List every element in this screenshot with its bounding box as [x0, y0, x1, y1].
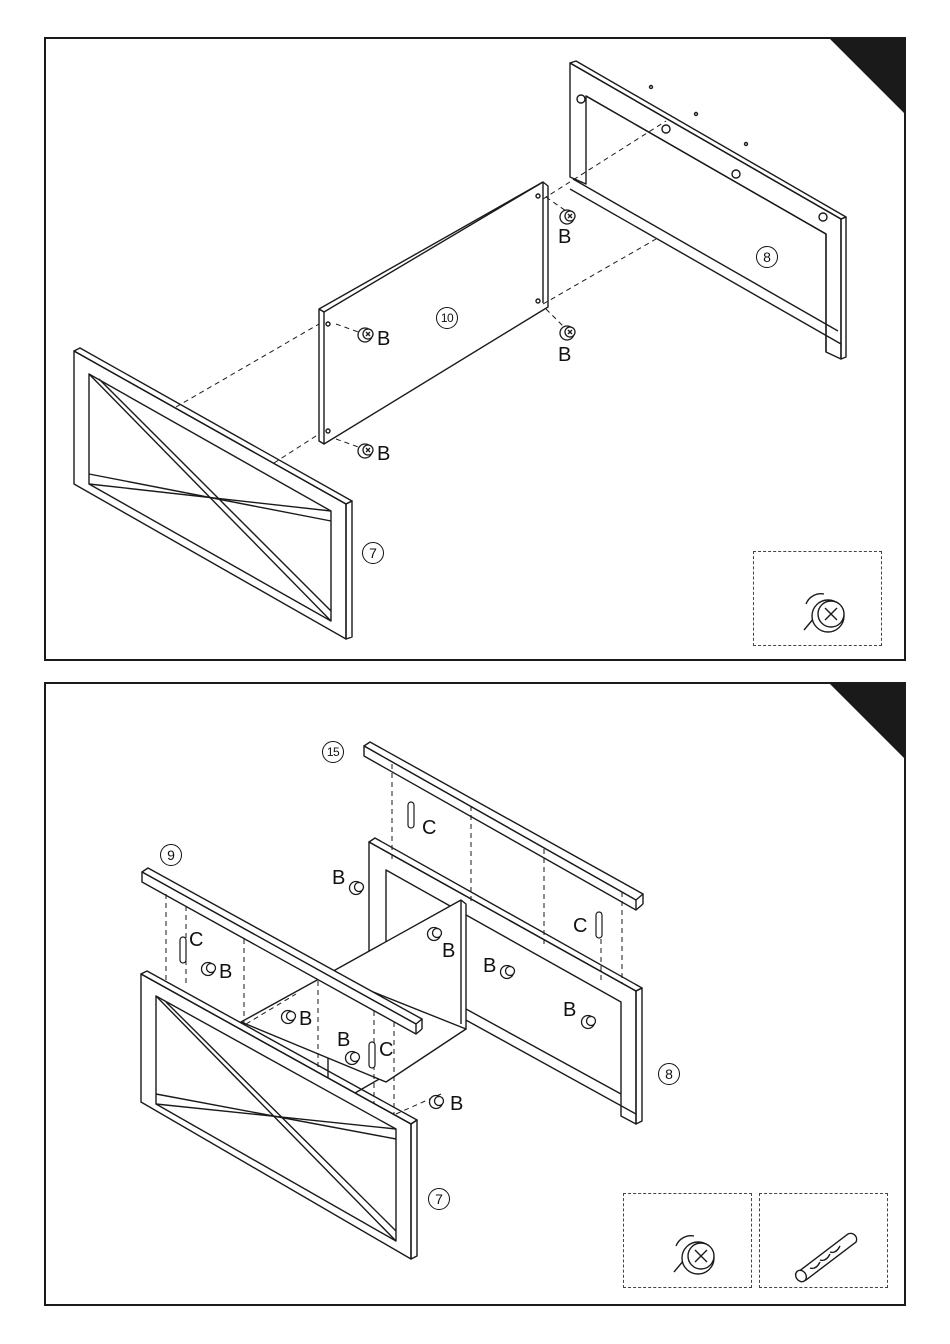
- fastener-label-b: B: [377, 444, 390, 464]
- cam-lock-detail-box: [623, 1193, 752, 1288]
- fastener-label-b: B: [219, 962, 232, 982]
- wooden-dowel-icon: [760, 1194, 889, 1289]
- part-number-8: 8: [658, 1063, 680, 1085]
- assembly-step-panel-2: C C C C B B B B B B B B 15 9 8 7: [44, 682, 906, 1306]
- top-rail-part-15: [364, 742, 643, 910]
- cam-lock-icon: [624, 1194, 753, 1289]
- part-number-9: 9: [160, 844, 182, 866]
- fastener-label-b: B: [483, 956, 496, 976]
- fastener-label-b: B: [299, 1009, 312, 1029]
- fastener-label-b: B: [332, 868, 345, 888]
- fastener-label-b: B: [558, 345, 571, 365]
- fastener-label-b: B: [558, 227, 571, 247]
- cam-lock-detail-box: [753, 551, 882, 646]
- fastener-label-c: C: [573, 916, 587, 936]
- fastener-label-b: B: [442, 941, 455, 961]
- fastener-label-b: B: [450, 1094, 463, 1114]
- dowel-detail-box: [759, 1193, 888, 1288]
- part-number-10: 10: [436, 307, 458, 329]
- part-number-7: 7: [362, 542, 384, 564]
- back-frame-part-8: [570, 61, 846, 359]
- fastener-label-c: C: [189, 930, 203, 950]
- assembly-step-panel-1: B B B B 8 10 7: [44, 37, 906, 661]
- fastener-label-c: C: [422, 818, 436, 838]
- fastener-label-b: B: [337, 1030, 350, 1050]
- front-frame-part-7: [74, 348, 352, 639]
- cam-lock-icon: [754, 552, 883, 647]
- part-number-7: 7: [428, 1188, 450, 1210]
- part-number-15: 15: [322, 741, 344, 763]
- middle-panel-part-10: [319, 182, 548, 444]
- part-number-8: 8: [756, 246, 778, 268]
- fastener-label-b: B: [563, 1000, 576, 1020]
- fastener-label-b: B: [377, 329, 390, 349]
- fastener-label-c: C: [379, 1040, 393, 1060]
